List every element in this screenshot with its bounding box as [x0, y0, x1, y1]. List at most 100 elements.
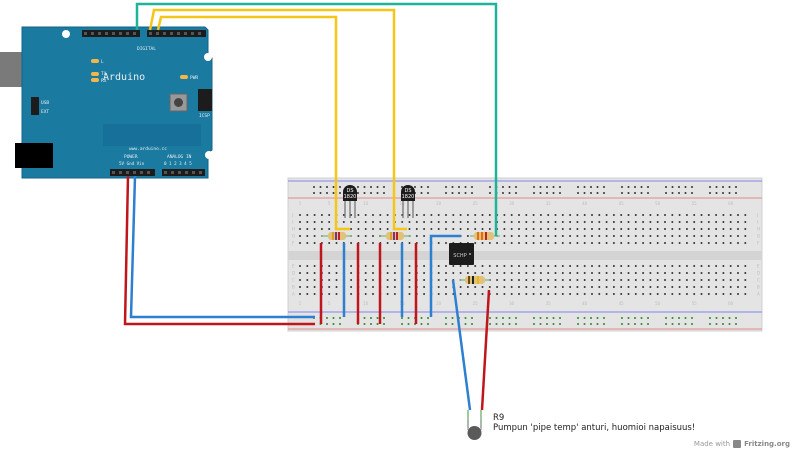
rail-hole [671, 192, 674, 194]
rail-hole [370, 186, 372, 188]
breadboard-hole [423, 235, 426, 237]
breadboard-hole [539, 265, 542, 267]
wire-red-sensor[interactable] [480, 289, 491, 411]
arduino-board: Arduino www.arduino.cc DIGITAL POWER ANA… [15, 26, 213, 179]
wires [123, 2, 498, 411]
rail-hole [684, 323, 687, 325]
rail-hole [678, 192, 680, 194]
breadboard-hole [525, 286, 528, 288]
breadboard-hole [634, 242, 637, 244]
wire-yellow-pin6[interactable] [156, 15, 350, 231]
breadboard-hole [678, 272, 681, 274]
rail-hole [464, 186, 467, 188]
rail-hole [502, 192, 504, 194]
wire-red-5v[interactable] [123, 175, 315, 326]
breadboard-hole [547, 235, 550, 237]
breadboard-hole [503, 286, 506, 288]
row-label: H [757, 227, 760, 232]
breadboard-hole [729, 272, 732, 274]
rail-hole [458, 186, 460, 188]
breadboard-hole [707, 221, 710, 223]
breadboard-hole [561, 214, 564, 216]
header-pin [126, 171, 129, 174]
breadboard-hole [693, 265, 696, 267]
thermistor-probe [467, 410, 482, 440]
column-label: 35 [546, 201, 552, 206]
rail-hole [427, 323, 429, 325]
breadboard-hole [685, 221, 688, 223]
breadboard-hole [335, 293, 338, 295]
breadboard-hole [357, 214, 360, 216]
breadboard-hole [379, 228, 382, 230]
column-label: 60 [728, 301, 734, 306]
rail-hole [539, 192, 542, 194]
rail-hole [715, 192, 718, 194]
breadboard-hole [678, 235, 681, 237]
breadboard-hole [693, 228, 696, 230]
breadboard-hole [328, 279, 331, 281]
rail-hole [709, 186, 711, 188]
rail-hole [383, 192, 385, 194]
breadboard-hole [620, 214, 623, 216]
wire-blue-3[interactable] [429, 234, 461, 317]
breadboard-hole [313, 221, 316, 223]
breadboard-hole [576, 221, 579, 223]
row-label: D [757, 271, 760, 276]
rail-hole [640, 186, 643, 188]
breadboard-hole [642, 221, 645, 223]
breadboard-hole [576, 265, 579, 267]
rail-hole [728, 323, 731, 325]
breadboard-hole [649, 279, 652, 281]
breadboard-hole [598, 214, 601, 216]
fritzing-brand-link[interactable]: Fritzing.org [744, 440, 790, 448]
breadboard-hole [328, 242, 331, 244]
breadboard-hole [372, 279, 374, 281]
rail-hole [627, 317, 630, 319]
header-pin [91, 32, 94, 35]
rail-hole [533, 186, 535, 188]
rail-hole [508, 323, 511, 325]
breadboard-hole [547, 272, 550, 274]
breadboard-hole [649, 272, 652, 274]
breadboard-hole [510, 242, 513, 244]
breadboard-hole [547, 221, 550, 223]
rail-hole [357, 186, 359, 188]
row-label: A [757, 292, 760, 297]
breadboard-hole [620, 235, 623, 237]
resistor-r1 [321, 232, 352, 240]
breadboard-hole [685, 235, 688, 237]
breadboard-hole [715, 293, 718, 295]
breadboard-hole [518, 214, 520, 216]
breadboard-hole [372, 235, 374, 237]
breadboard-hole [722, 228, 725, 230]
wire-yellow-pin7[interactable] [148, 8, 407, 231]
breadboard-hole [547, 265, 550, 267]
wire-blue-sensor[interactable] [451, 279, 472, 411]
column-label: 1 [299, 201, 302, 206]
rail-hole [451, 317, 454, 319]
wire-blue-gnd[interactable] [129, 175, 315, 319]
breadboard-hole [306, 265, 309, 267]
breadboard-hole [423, 286, 426, 288]
breadboard-hole [620, 293, 623, 295]
breadboard-hole [423, 228, 426, 230]
breadboard-hole [744, 293, 747, 295]
breadboard-hole [642, 214, 645, 216]
breadboard-hole [401, 221, 404, 223]
rail-hole [451, 323, 454, 325]
breadboard-hole [459, 228, 462, 230]
row-label: I [292, 220, 293, 225]
breadboard-hole [328, 228, 331, 230]
breadboard-hole [685, 228, 688, 230]
breadboard-hole [678, 242, 681, 244]
header-pin [198, 32, 201, 35]
breadboard-hole [693, 279, 696, 281]
breadboard-hole [737, 235, 739, 237]
breadboard-hole [729, 242, 732, 244]
breadboard-hole [525, 272, 528, 274]
wire-teal-pin8[interactable] [135, 2, 498, 236]
breadboard-hole [532, 214, 535, 216]
breadboard-hole [299, 279, 301, 281]
rail-hole [376, 317, 379, 319]
breadboard-hole [715, 235, 718, 237]
